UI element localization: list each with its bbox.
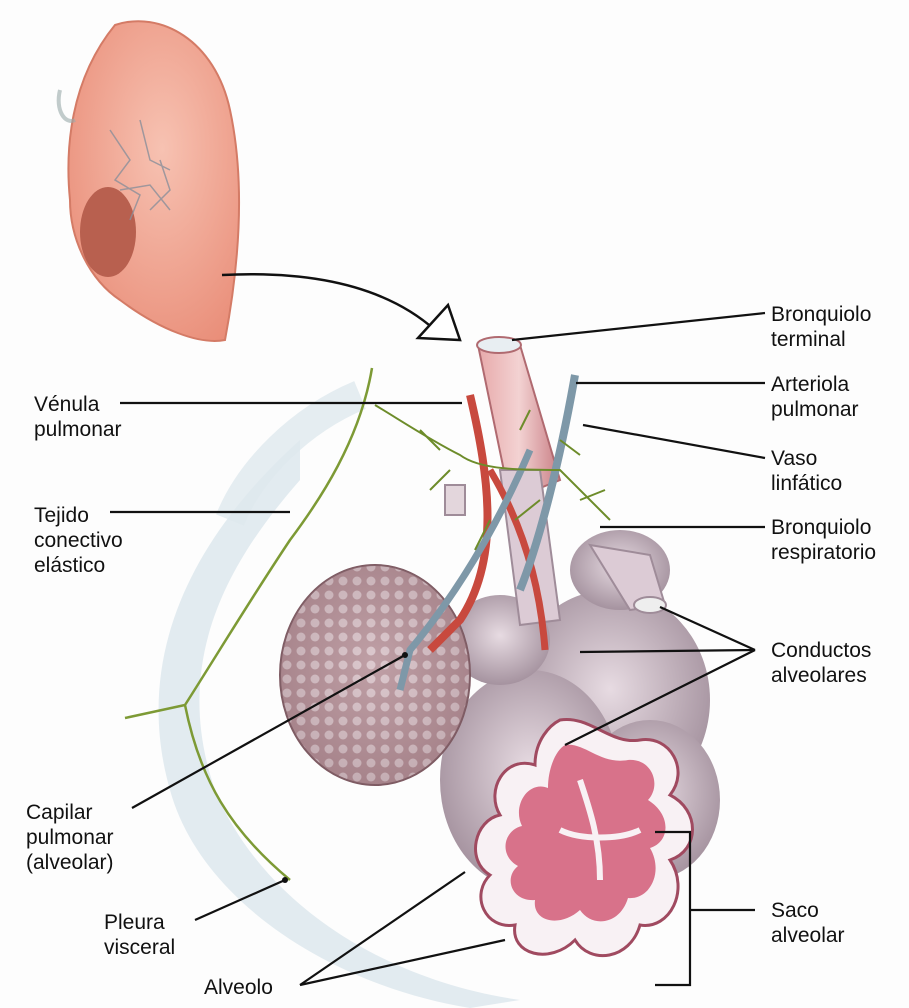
label-pleura-visceral: Pleura visceral — [104, 910, 175, 960]
label-arteriola-pulmonar: Arteriola pulmonar — [771, 372, 859, 422]
label-saco-alveolar: Saco alveolar — [771, 898, 845, 948]
label-vaso-linfatico: Vaso linfático — [771, 446, 842, 496]
label-bronquiolo-terminal: Bronquiolo terminal — [771, 302, 871, 352]
label-capilar-pulmonar: Capilar pulmonar (alveolar) — [26, 800, 114, 875]
label-bronquiolo-respiratorio: Bronquiolo respiratorio — [771, 515, 876, 565]
label-tejido-conectivo: Tejido conectivo elástico — [34, 503, 123, 578]
capillary-network — [280, 565, 470, 785]
label-venula-pulmonar: Vénula pulmonar — [34, 392, 122, 442]
label-conductos-alveolares: Conductos alveolares — [771, 638, 871, 688]
label-alveolo: Alveolo — [204, 975, 273, 1000]
zoom-arrow — [222, 274, 435, 330]
whole-lung — [59, 21, 239, 341]
